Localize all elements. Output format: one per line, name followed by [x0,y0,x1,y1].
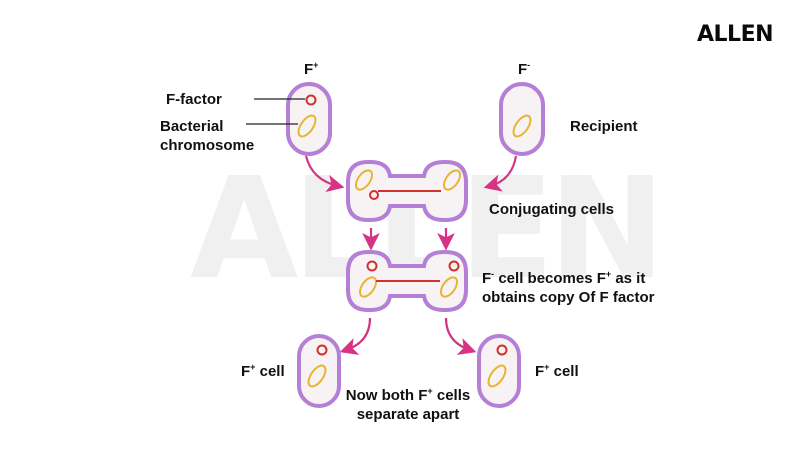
donor-header: F+ [304,60,319,78]
arrow-recipient-to-conjugation [483,155,518,192]
result-cell-right [477,334,521,408]
donor-cell [286,82,332,156]
bacterial-chromosome [297,114,317,138]
recipient-cell [499,82,545,156]
transfer-cells [346,250,468,312]
arrow-to-right-cell [444,317,477,355]
f-factor-plasmid [305,94,317,106]
conjugating-cells-label: Conjugating cells [489,201,615,218]
recipient-label: Recipient [570,118,638,135]
bacterial-chromosome [512,114,532,138]
arrow-donor-to-conjugation [304,155,345,193]
right-result-label: F+ cell [535,362,579,380]
arrow-to-left-cell [339,317,372,355]
conjugating-cells [346,160,468,222]
left-result-label: F+ cell [241,362,285,380]
result-cell-left [297,334,341,408]
transfer-description: F- cell becomes F+ as it obtains copy Of… [482,269,655,306]
f-factor-label: F-factor [166,91,222,108]
allen-logo: ALLEN [697,22,774,47]
recipient-header: F- [518,60,531,78]
separation-description: Now both F+ cells separate apart [345,386,471,423]
bacterial-chromosome-label: Bacterial chromosome [160,118,255,154]
